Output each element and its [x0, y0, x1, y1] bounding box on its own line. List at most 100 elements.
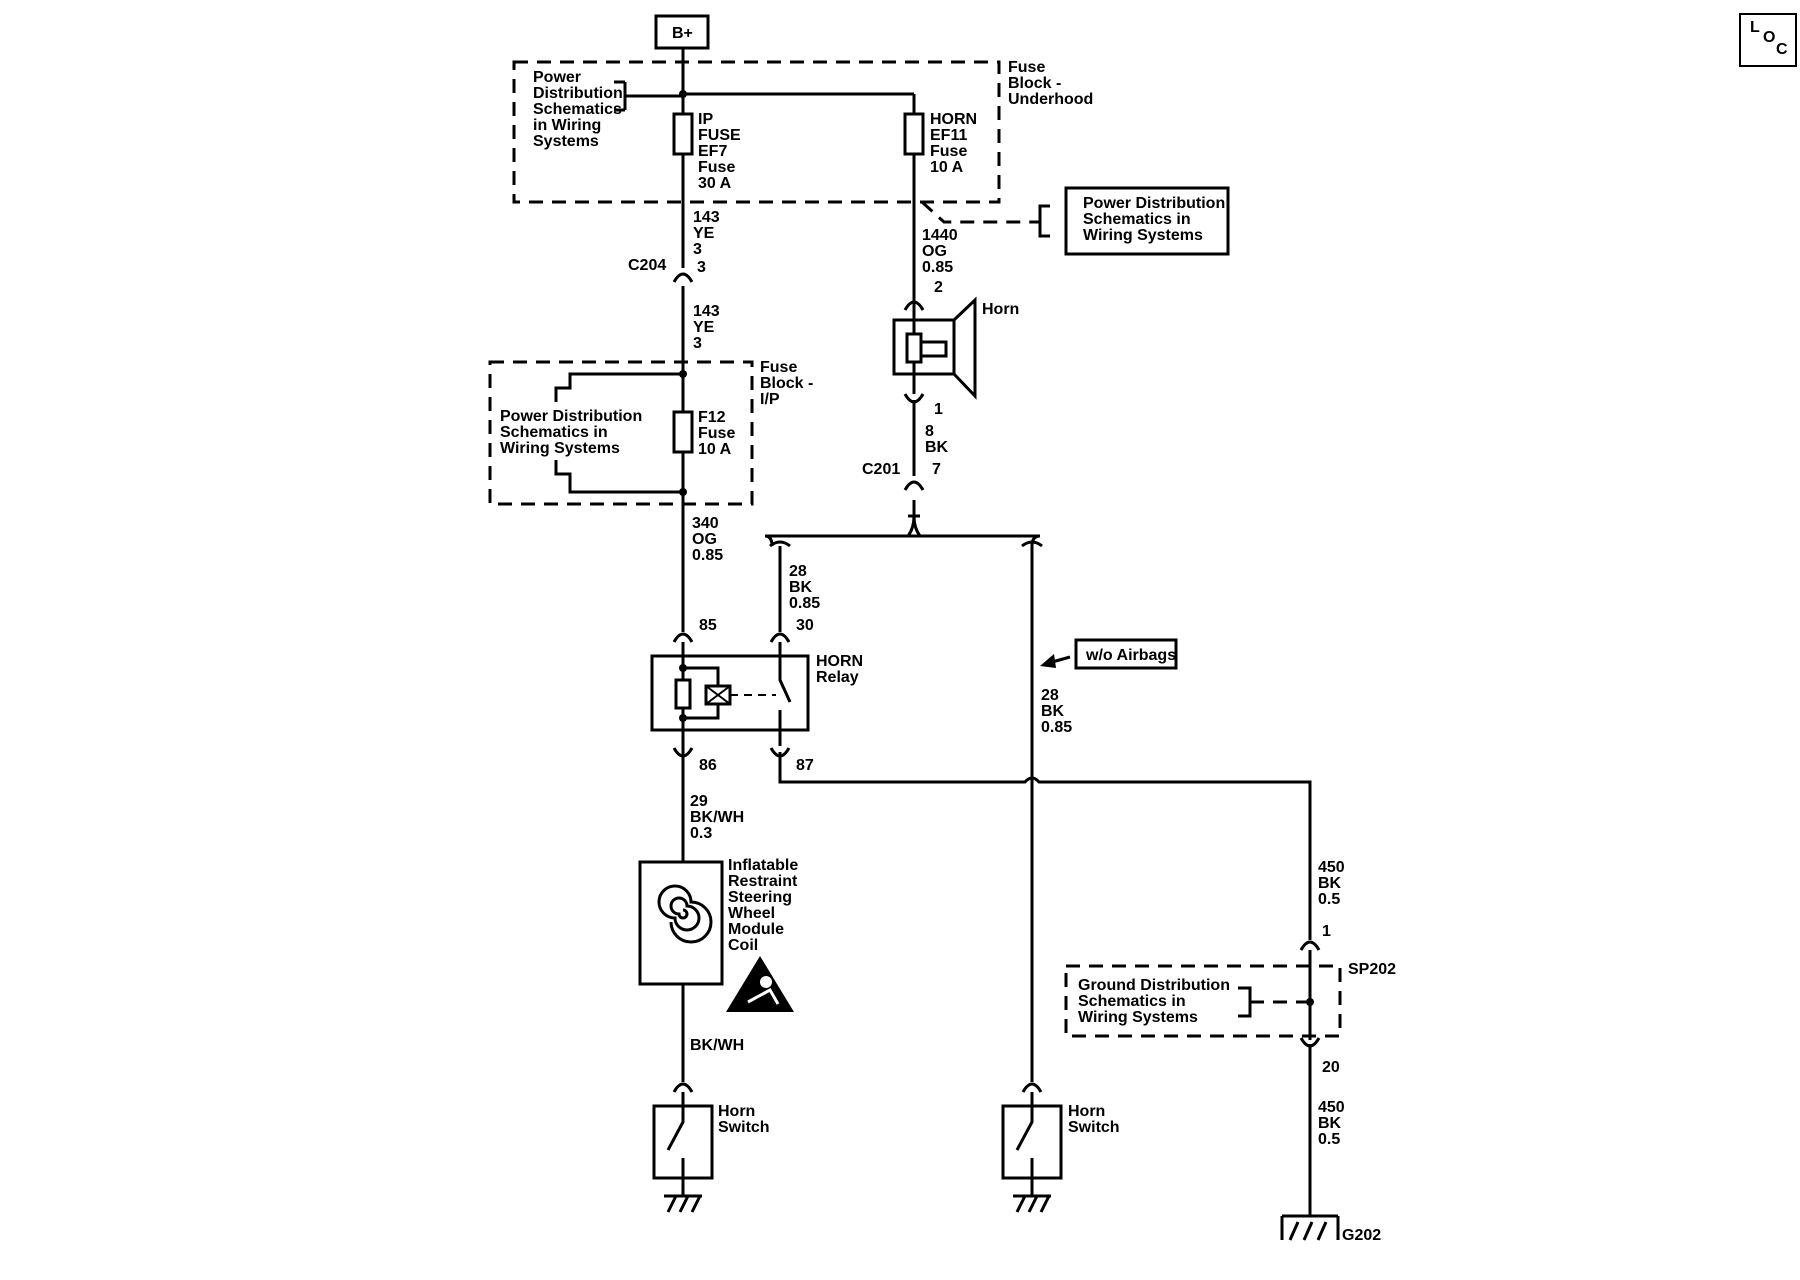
svg-text:Schematics in: Schematics in — [1083, 211, 1191, 228]
fuse-f12-label: F12 Fuse 10 A — [698, 409, 735, 458]
relay-pin-87: 87 — [796, 757, 814, 774]
svg-text:Inflatable: Inflatable — [728, 857, 798, 874]
svg-text:450: 450 — [1318, 1099, 1345, 1116]
wire-143-lower-label: 143 YE 3 — [693, 303, 720, 352]
horn-fuse-label: HORN EF11 Fuse 10 A — [930, 111, 977, 176]
svg-text:F12: F12 — [698, 409, 726, 426]
svg-text:BK/WH: BK/WH — [690, 809, 744, 826]
fuse-block-underhood — [512, 60, 1001, 204]
wire-450-upper-label: 450 BK 0.5 — [1318, 859, 1345, 908]
horn-relay-label: HORN Relay — [816, 653, 863, 686]
svg-text:8: 8 — [925, 423, 934, 440]
horn-switch-middle-label: Horn Switch — [1068, 1103, 1120, 1136]
airbag-warning-icon — [726, 956, 794, 1012]
svg-text:3: 3 — [693, 335, 702, 352]
svg-text:0.5: 0.5 — [1318, 891, 1340, 908]
svg-text:Fuse: Fuse — [930, 143, 967, 160]
fuse-block-ip-label: Fuse Block - I/P — [760, 359, 813, 408]
horn-symbol[interactable] — [892, 296, 977, 400]
svg-text:Horn: Horn — [718, 1103, 755, 1120]
sp202-pin-1: 1 — [1322, 923, 1331, 940]
svg-text:B+: B+ — [672, 25, 693, 42]
svg-text:143: 143 — [693, 209, 720, 226]
horn-switch-left[interactable] — [652, 1092, 714, 1196]
svg-text:Wiring Systems: Wiring Systems — [1083, 227, 1203, 244]
svg-text:Underhood: Underhood — [1008, 91, 1093, 108]
svg-text:IP: IP — [698, 111, 713, 128]
svg-text:Wiring Systems: Wiring Systems — [500, 440, 620, 457]
ground-distribution-reference: Ground Distribution Schematics in Wiring… — [1078, 977, 1230, 1026]
svg-text:HORN: HORN — [930, 111, 977, 128]
horn-pin-1: 1 — [934, 401, 943, 418]
wire-28-upper-label: 28 BK 0.85 — [789, 563, 820, 612]
svg-text:0.5: 0.5 — [1318, 1131, 1340, 1148]
svg-text:0.85: 0.85 — [1041, 719, 1072, 736]
fuse-block-underhood-label: Fuse Block - Underhood — [1008, 59, 1093, 108]
svg-text:L: L — [1750, 19, 1760, 36]
svg-text:Wiring Systems: Wiring Systems — [1078, 1009, 1198, 1026]
svg-text:Module: Module — [728, 921, 784, 938]
svg-text:3: 3 — [693, 241, 702, 258]
g202-label: G202 — [1342, 1227, 1381, 1244]
sp202-pin-20: 20 — [1322, 1059, 1340, 1076]
svg-text:YE: YE — [693, 319, 715, 336]
svg-text:0.85: 0.85 — [922, 259, 953, 276]
relay-pin-86: 86 — [699, 757, 717, 774]
svg-text:Relay: Relay — [816, 669, 859, 686]
c201-pin: 7 — [932, 461, 941, 478]
ip-fuse-label: IP FUSE EF7 Fuse 30 A — [698, 111, 741, 192]
svg-text:Schematics in: Schematics in — [500, 424, 608, 441]
power-distribution-reference-box — [1064, 186, 1230, 256]
svg-text:0.85: 0.85 — [789, 595, 820, 612]
svg-text:Ground Distribution: Ground Distribution — [1078, 977, 1230, 994]
horn-fuse-ef11 — [903, 112, 925, 156]
wire-29-label: 29 BK/WH 0.3 — [690, 793, 744, 842]
wo-airbags-label: w/o Airbags — [1085, 647, 1176, 664]
horn-relay[interactable] — [650, 642, 810, 746]
horn-pin-2: 2 — [934, 279, 943, 296]
svg-text:BK: BK — [1318, 1115, 1342, 1132]
svg-text:Horn: Horn — [1068, 1103, 1105, 1120]
ground-middle-icon — [1013, 1194, 1051, 1213]
svg-text:in Wiring: in Wiring — [533, 117, 601, 134]
svg-text:29: 29 — [690, 793, 708, 810]
svg-text:O: O — [1763, 29, 1775, 46]
svg-text:OG: OG — [692, 531, 717, 548]
svg-text:1440: 1440 — [922, 227, 958, 244]
svg-text:143: 143 — [693, 303, 720, 320]
c204-pin: 3 — [697, 259, 706, 276]
wire-450-lower-label: 450 BK 0.5 — [1318, 1099, 1345, 1148]
svg-text:Power: Power — [533, 69, 581, 86]
svg-text:Schematics: Schematics — [533, 101, 622, 118]
svg-text:FUSE: FUSE — [698, 127, 741, 144]
c201-label: C201 — [862, 461, 900, 478]
wire-1440-label: 1440 OG 0.85 — [922, 227, 958, 276]
steering-wheel-coil[interactable] — [638, 860, 724, 986]
svg-text:BK: BK — [789, 579, 813, 596]
svg-text:BK: BK — [925, 439, 949, 456]
svg-text:28: 28 — [1041, 687, 1059, 704]
svg-text:EF7: EF7 — [698, 143, 727, 160]
svg-text:HORN: HORN — [816, 653, 863, 670]
horn-switch-left-label: Horn Switch — [718, 1103, 770, 1136]
svg-text:C: C — [1776, 41, 1788, 58]
ground-left-icon — [664, 1194, 702, 1213]
svg-text:Switch: Switch — [718, 1119, 770, 1136]
ground-g202-icon — [1280, 1214, 1340, 1241]
horn-switch-middle[interactable] — [1001, 1092, 1063, 1196]
svg-text:BK: BK — [1318, 875, 1342, 892]
horn-label: Horn — [982, 301, 1019, 318]
loc-icon[interactable]: L O C — [1739, 13, 1797, 67]
fuse-block-ip — [488, 360, 754, 506]
ip-fuse-ef7 — [672, 112, 694, 156]
wire-340-label: 340 OG 0.85 — [692, 515, 723, 564]
svg-text:28: 28 — [789, 563, 807, 580]
svg-text:Power Distribution: Power Distribution — [1083, 195, 1225, 212]
coil-label: Inflatable Restraint Steering Wheel Modu… — [728, 857, 798, 954]
wire-bkwh-label: BK/WH — [690, 1037, 744, 1054]
battery-positive-terminal: B+ — [654, 14, 710, 50]
wire-143-upper-label: 143 YE 3 — [693, 209, 720, 258]
sp202-label: SP202 — [1348, 961, 1396, 978]
svg-text:BK: BK — [1041, 703, 1065, 720]
svg-text:Block -: Block - — [1008, 75, 1061, 92]
